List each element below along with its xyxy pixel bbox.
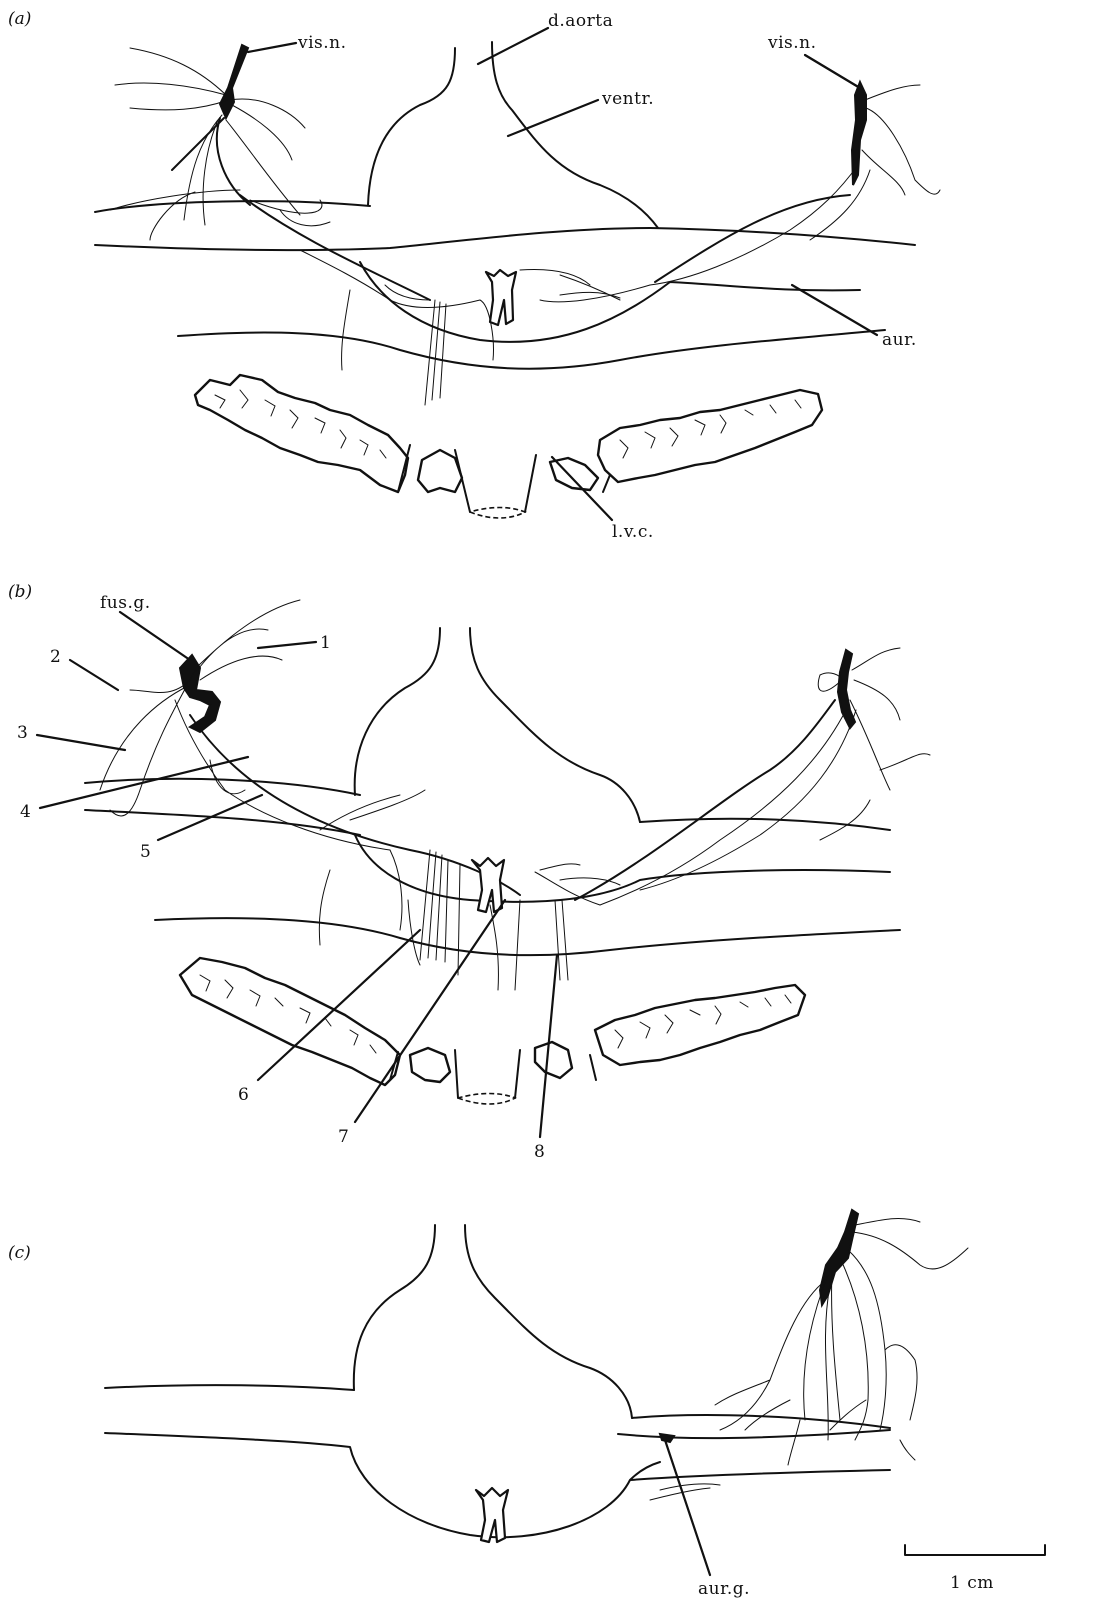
- panel-b-label-5: 5: [140, 842, 151, 862]
- panel-c-ventricle: [354, 1225, 632, 1418]
- panel-a-nerve-branches-right: [520, 85, 940, 302]
- panel-a: (a): [8, 9, 940, 542]
- panel-a-nerve-branches-left: [110, 48, 480, 308]
- panel-c-label: (c): [8, 1243, 31, 1263]
- panel-a-label-vis-n-right: vis.n.: [767, 33, 817, 53]
- panel-b-label-2: 2: [50, 647, 61, 667]
- panel-b-vein-cross: [190, 700, 835, 900]
- panel-a-lead-ventr: [508, 100, 598, 136]
- panel-a-auricle-lower: [178, 262, 885, 369]
- panel-b: (b): [8, 582, 930, 1162]
- panel-b-lead-3: [37, 735, 125, 750]
- panel-c-label-aur-g: aur.g.: [698, 1579, 750, 1599]
- panel-b-tissue-right: [595, 985, 805, 1065]
- panel-a-lead-d-aorta: [478, 28, 548, 64]
- panel-a-valve: [486, 270, 516, 325]
- panel-a-label: (a): [8, 9, 31, 29]
- panel-c-ganglion: [820, 1210, 858, 1305]
- panel-b-label-3: 3: [17, 723, 28, 743]
- scale-bar: [905, 1545, 1045, 1555]
- panel-a-label-vis-n-left: vis.n.: [297, 33, 347, 53]
- panel-a-tissue-center-left: [418, 450, 462, 492]
- panel-a-label-d-aorta: d.aorta: [548, 11, 613, 31]
- panel-b-tissue-center-left: [410, 1048, 450, 1082]
- panel-b-label-7: 7: [338, 1127, 349, 1147]
- panel-a-tissue-right: [598, 390, 822, 482]
- panel-a-lead-aur: [792, 285, 877, 335]
- panel-c-lead-aur-g: [665, 1440, 710, 1575]
- panel-a-label-ventr: ventr.: [601, 89, 654, 109]
- panel-b-tissue-left: [180, 958, 400, 1085]
- panel-b-nerve-branches-left: [100, 600, 425, 945]
- panel-a-nerve-trunk-left: [172, 118, 250, 205]
- panel-c: (c) aur.g. 1 cm: [8, 1210, 1045, 1599]
- panel-b-tissue-center-right: [535, 1042, 572, 1078]
- panel-b-lead-2: [70, 660, 118, 690]
- panel-c-nerve-branches: [650, 1219, 968, 1500]
- panel-a-auricle-upper: [95, 201, 915, 250]
- panel-b-auricle-lower: [155, 835, 900, 955]
- panel-b-label: (b): [8, 582, 32, 602]
- panel-a-tissue-left: [195, 375, 408, 492]
- panel-a-label-lvc: l.v.c.: [612, 522, 654, 542]
- panel-b-label-8: 8: [534, 1142, 545, 1162]
- panel-b-auricle-upper: [85, 779, 890, 835]
- panel-a-cardiac-nerves: [342, 285, 494, 405]
- panel-a-ganglion-left: [220, 45, 248, 118]
- panel-b-nerve-branches-right: [535, 648, 930, 905]
- panel-c-valve: [476, 1488, 508, 1542]
- panel-a-label-aur: aur.: [882, 330, 917, 350]
- panel-b-lvc-opening: [458, 1094, 515, 1105]
- panel-a-lead-vis-n-right: [805, 55, 860, 88]
- panel-b-label-6: 6: [238, 1085, 249, 1105]
- panel-b-lead-fus-g: [120, 612, 190, 660]
- panel-b-lead-1: [258, 642, 316, 648]
- scale-bar-label: 1 cm: [950, 1573, 994, 1593]
- panel-b-label-fus-g: fus.g.: [100, 593, 151, 613]
- panel-b-ventricle: [355, 628, 640, 822]
- panel-b-ganglion-right: [838, 650, 855, 728]
- panel-c-auricle-upper: [105, 1385, 890, 1428]
- panel-c-auricular-ganglion: [660, 1434, 674, 1442]
- panel-b-lead-4: [40, 757, 248, 808]
- panel-b-label-1: 1: [320, 633, 331, 653]
- panel-b-label-4: 4: [20, 802, 31, 822]
- panel-a-lvc-opening: [470, 508, 525, 519]
- panel-a-lead-vis-n-left: [248, 43, 296, 52]
- panel-b-valve: [472, 858, 504, 912]
- panel-b-lead-5: [158, 795, 262, 840]
